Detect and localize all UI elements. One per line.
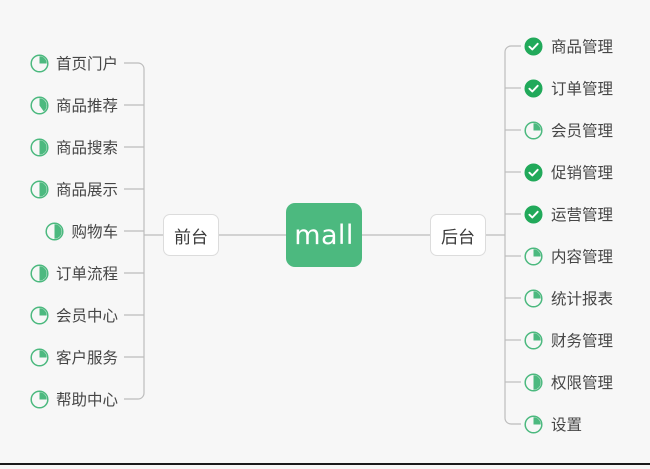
check-circle-icon bbox=[524, 79, 543, 97]
pie-progress-icon bbox=[30, 305, 49, 325]
leaf-item[interactable]: 客户服务 bbox=[30, 344, 118, 370]
pie-progress-icon bbox=[30, 389, 49, 409]
leaf-item-label: 促销管理 bbox=[551, 164, 614, 182]
leaf-item-label: 设置 bbox=[551, 416, 583, 434]
pie-progress-icon bbox=[30, 53, 49, 73]
branch-node-backend-label: 后台 bbox=[441, 227, 475, 248]
leaf-item-label: 统计报表 bbox=[551, 290, 614, 308]
leaf-item-label: 商品管理 bbox=[551, 38, 614, 56]
pie-progress-icon bbox=[524, 372, 543, 392]
check-circle-icon bbox=[524, 163, 543, 181]
leaf-item-label: 商品推荐 bbox=[55, 97, 118, 115]
pie-progress-icon bbox=[45, 221, 65, 241]
pie-progress-icon bbox=[30, 347, 49, 367]
leaf-item-label: 权限管理 bbox=[551, 374, 614, 392]
branch-node-frontend[interactable]: 前台 bbox=[163, 214, 219, 256]
pie-progress-icon bbox=[30, 263, 49, 283]
leaf-item-label: 运营管理 bbox=[551, 206, 614, 224]
leaf-item-label: 商品展示 bbox=[55, 181, 118, 199]
pie-progress-icon bbox=[524, 246, 543, 266]
leaf-item[interactable]: 首页门户 bbox=[30, 50, 118, 76]
leaf-item[interactable]: 购物车 bbox=[45, 218, 118, 244]
leaf-item[interactable]: 会员中心 bbox=[30, 302, 118, 328]
leaf-item-label: 首页门户 bbox=[55, 55, 118, 73]
leaf-item[interactable]: 商品推荐 bbox=[30, 92, 118, 118]
leaf-item-label: 客户服务 bbox=[55, 349, 118, 367]
center-node-label: mall bbox=[294, 219, 354, 251]
leaf-item[interactable]: 商品搜索 bbox=[30, 134, 118, 160]
leaf-item[interactable]: 财务管理 bbox=[524, 327, 613, 353]
leaf-item-label: 购物车 bbox=[71, 223, 118, 241]
pie-progress-icon bbox=[30, 137, 49, 157]
branch-node-frontend-label: 前台 bbox=[174, 227, 208, 248]
pie-progress-icon bbox=[524, 414, 543, 434]
leaf-item-label: 财务管理 bbox=[551, 332, 614, 350]
bottom-divider bbox=[0, 463, 650, 465]
leaf-item-label: 会员管理 bbox=[551, 122, 614, 140]
leaf-item[interactable]: 促销管理 bbox=[524, 159, 613, 185]
center-node-mall[interactable]: mall bbox=[286, 203, 362, 267]
pie-progress-icon bbox=[30, 95, 49, 115]
leaf-item[interactable]: 订单流程 bbox=[30, 260, 118, 286]
leaf-item[interactable]: 统计报表 bbox=[524, 285, 613, 311]
branch-node-backend[interactable]: 后台 bbox=[430, 214, 486, 256]
leaf-item[interactable]: 内容管理 bbox=[524, 243, 613, 269]
leaf-item[interactable]: 商品管理 bbox=[524, 33, 613, 59]
leaf-item-label: 订单流程 bbox=[55, 265, 118, 283]
pie-progress-icon bbox=[524, 288, 543, 308]
leaf-item-label: 会员中心 bbox=[55, 307, 118, 325]
leaf-item[interactable]: 帮助中心 bbox=[30, 386, 118, 412]
pie-progress-icon bbox=[524, 330, 543, 350]
leaf-item[interactable]: 会员管理 bbox=[524, 117, 613, 143]
leaf-item[interactable]: 运营管理 bbox=[524, 201, 613, 227]
leaf-item-label: 内容管理 bbox=[551, 248, 614, 266]
pie-progress-icon bbox=[524, 120, 543, 140]
pie-progress-icon bbox=[30, 179, 49, 199]
leaf-item[interactable]: 订单管理 bbox=[524, 75, 613, 101]
leaf-item[interactable]: 设置 bbox=[524, 411, 582, 437]
leaf-item-label: 商品搜索 bbox=[55, 139, 118, 157]
leaf-item[interactable]: 商品展示 bbox=[30, 176, 118, 202]
check-circle-icon bbox=[524, 37, 543, 55]
leaf-item-label: 订单管理 bbox=[551, 80, 614, 98]
leaf-item-label: 帮助中心 bbox=[55, 391, 118, 409]
leaf-item[interactable]: 权限管理 bbox=[524, 369, 613, 395]
check-circle-icon bbox=[524, 205, 543, 223]
